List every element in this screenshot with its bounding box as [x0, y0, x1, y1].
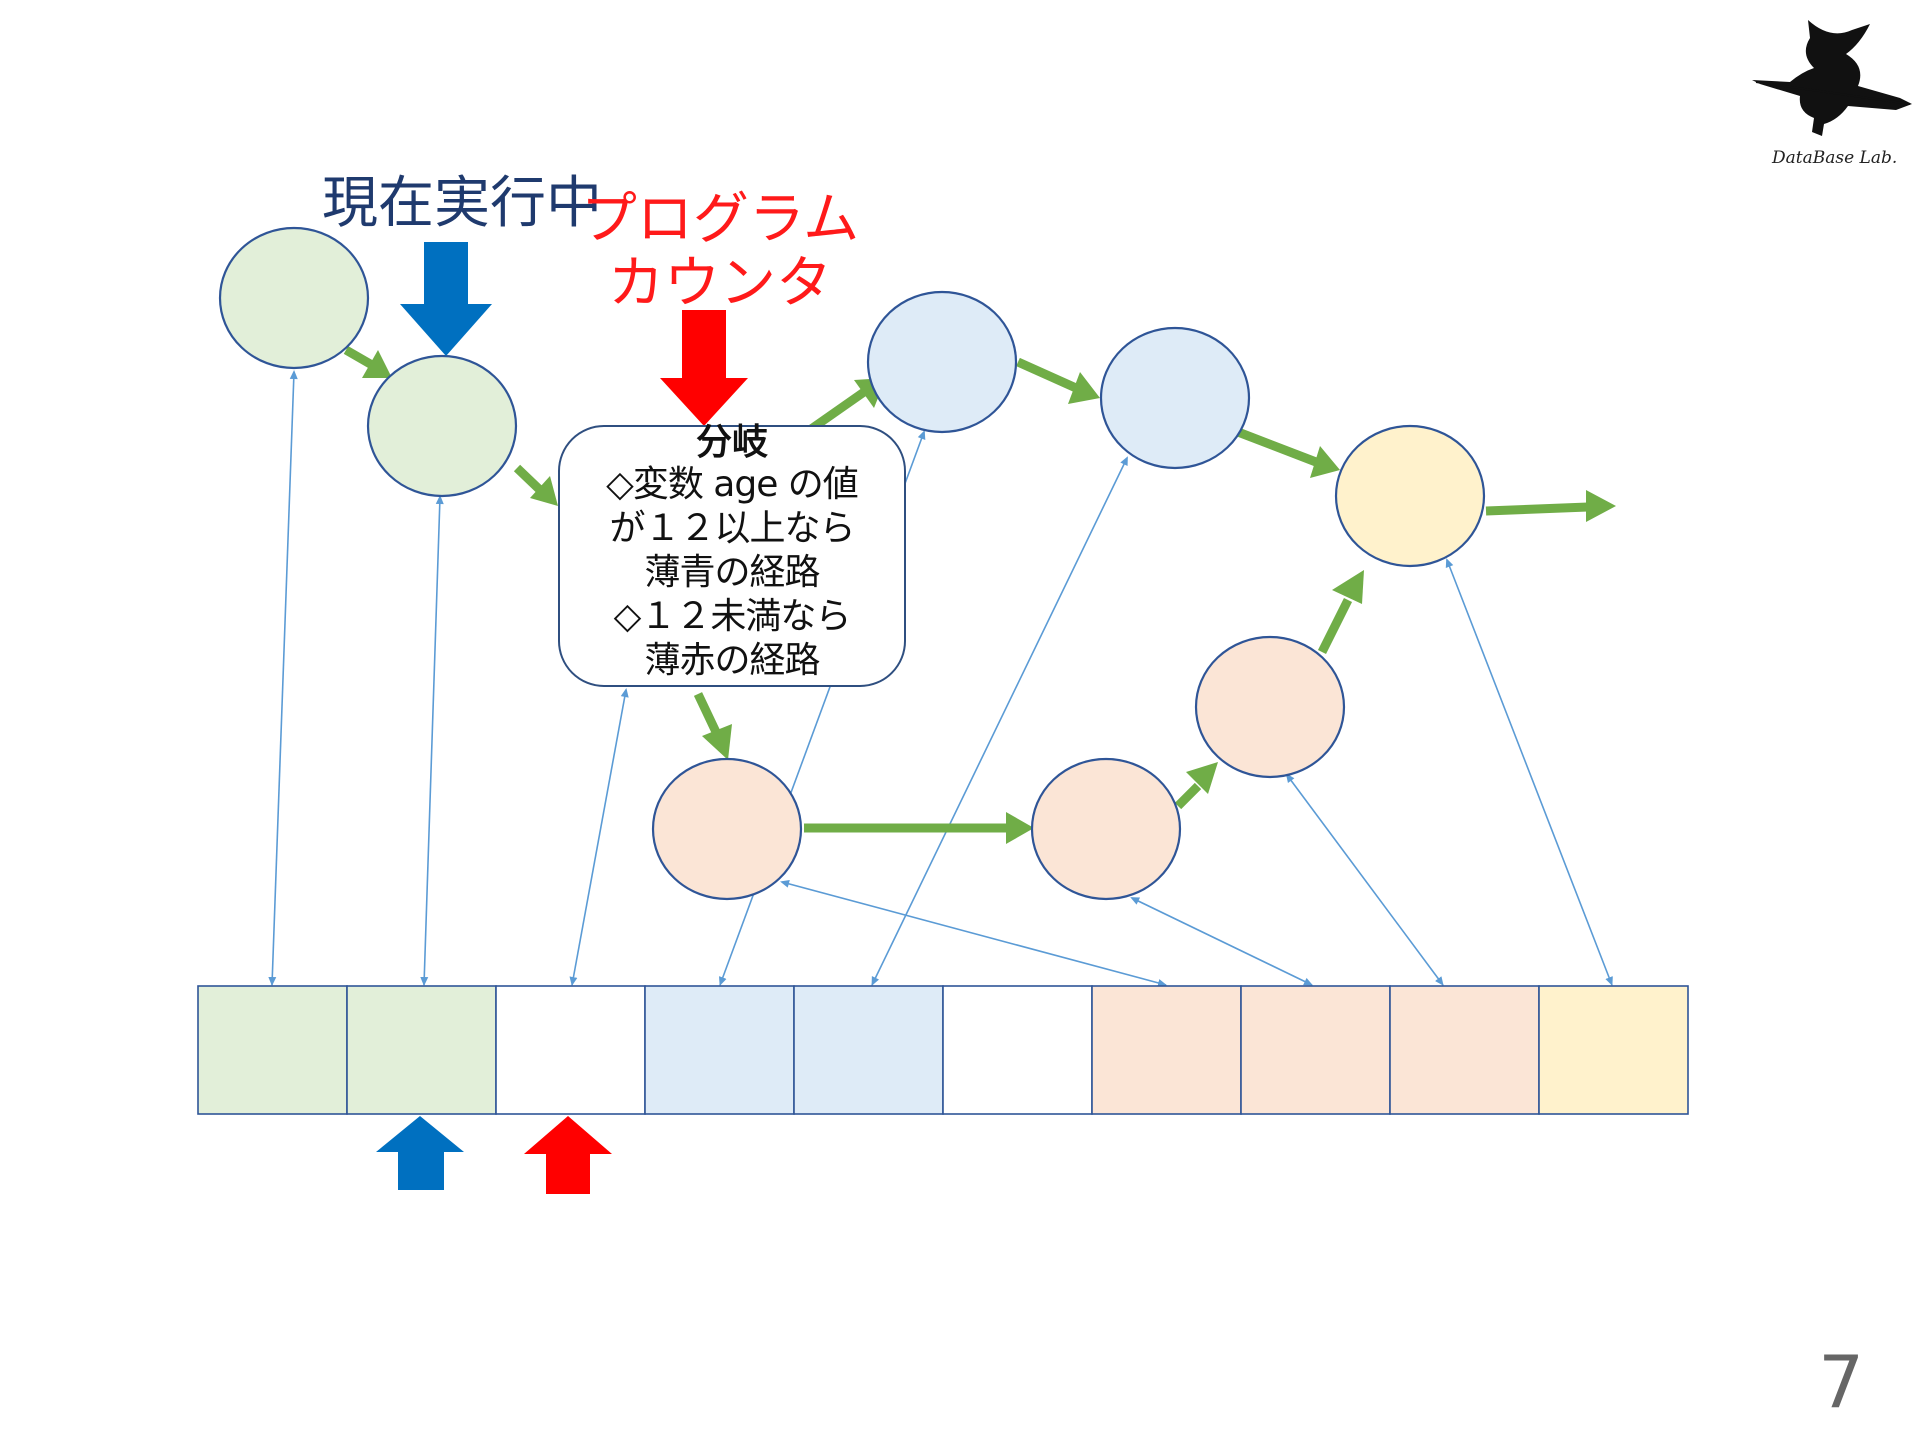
memory-cell-8 — [1240, 985, 1391, 1115]
link-yellow-cell10 — [1445, 558, 1613, 986]
program-counter-label: プログラム カウンタ — [580, 188, 860, 316]
flow-arrow-2 — [513, 464, 558, 506]
link-red1-cell7 — [780, 879, 1167, 987]
flow-arrow-exit — [1485, 490, 1616, 522]
flow-arrow-red2-red3 — [1174, 762, 1218, 810]
memory-cell-2 — [346, 985, 497, 1115]
witch-logo — [1752, 20, 1912, 136]
program-counter-pointer — [524, 1116, 612, 1194]
node-red-2 — [1030, 757, 1182, 901]
link-node2-cell2 — [420, 495, 444, 986]
current-execution-pointer — [376, 1116, 464, 1190]
memory-cell-7 — [1091, 985, 1242, 1115]
link-branch-cell3 — [569, 688, 629, 986]
node-yellow — [1334, 424, 1486, 568]
node-blue-2 — [1099, 326, 1251, 470]
memory-cell-6 — [942, 985, 1093, 1115]
branch-line-1: ◇変数 age の値 — [606, 464, 859, 505]
node-green-2 — [366, 354, 518, 498]
link-node1-cell1 — [268, 370, 298, 986]
current-execution-arrow — [400, 242, 492, 356]
memory-cell-4 — [644, 985, 795, 1115]
program-counter-label-line1: プログラム — [580, 187, 860, 252]
link-red2-cell8 — [1130, 897, 1313, 986]
program-counter-label-line2: カウンタ — [608, 251, 832, 316]
branch-line-2: が１２以上なら — [609, 508, 855, 549]
memory-cell-5 — [793, 985, 944, 1115]
node-red-1 — [651, 757, 803, 901]
logo-text: DataBase Lab. — [1772, 148, 1898, 168]
flow-arrow-red1-red2 — [804, 812, 1034, 844]
flow-arrows — [343, 346, 1616, 844]
flow-arrow-red3-yellow — [1317, 570, 1364, 655]
flow-arrow-1 — [343, 346, 392, 378]
node-red-3 — [1194, 635, 1346, 779]
branch-title: 分岐 — [695, 422, 768, 463]
current-execution-label: 現在実行中 — [322, 171, 602, 236]
node-blue-1 — [866, 290, 1018, 434]
link-red3-cell9 — [1285, 773, 1444, 986]
memory-cell-10 — [1538, 985, 1689, 1115]
branch-line-4: ◇１２未満なら — [613, 596, 852, 637]
node-green-1 — [218, 226, 370, 370]
branch-line-3: 薄青の経路 — [644, 552, 820, 593]
link-blue2-cell5 — [871, 456, 1128, 986]
branch-line-5: 薄赤の経路 — [644, 640, 820, 681]
program-counter-arrow — [660, 310, 748, 426]
page-number: 7 — [1818, 1340, 1864, 1424]
flow-arrow-blue2-yellow — [1236, 427, 1340, 478]
flow-arrow-blue1-blue2 — [1016, 357, 1100, 404]
memory-strip — [197, 985, 1689, 1115]
memory-cell-1 — [197, 985, 348, 1115]
memory-cell-9 — [1389, 985, 1540, 1115]
memory-cell-3 — [495, 985, 646, 1115]
flow-nodes — [218, 226, 1486, 901]
branch-description-box: 分岐 ◇変数 age の値 が１２以上なら 薄青の経路 ◇１２未満なら 薄赤の経… — [558, 422, 906, 687]
flow-arrow-to-red — [693, 692, 732, 760]
